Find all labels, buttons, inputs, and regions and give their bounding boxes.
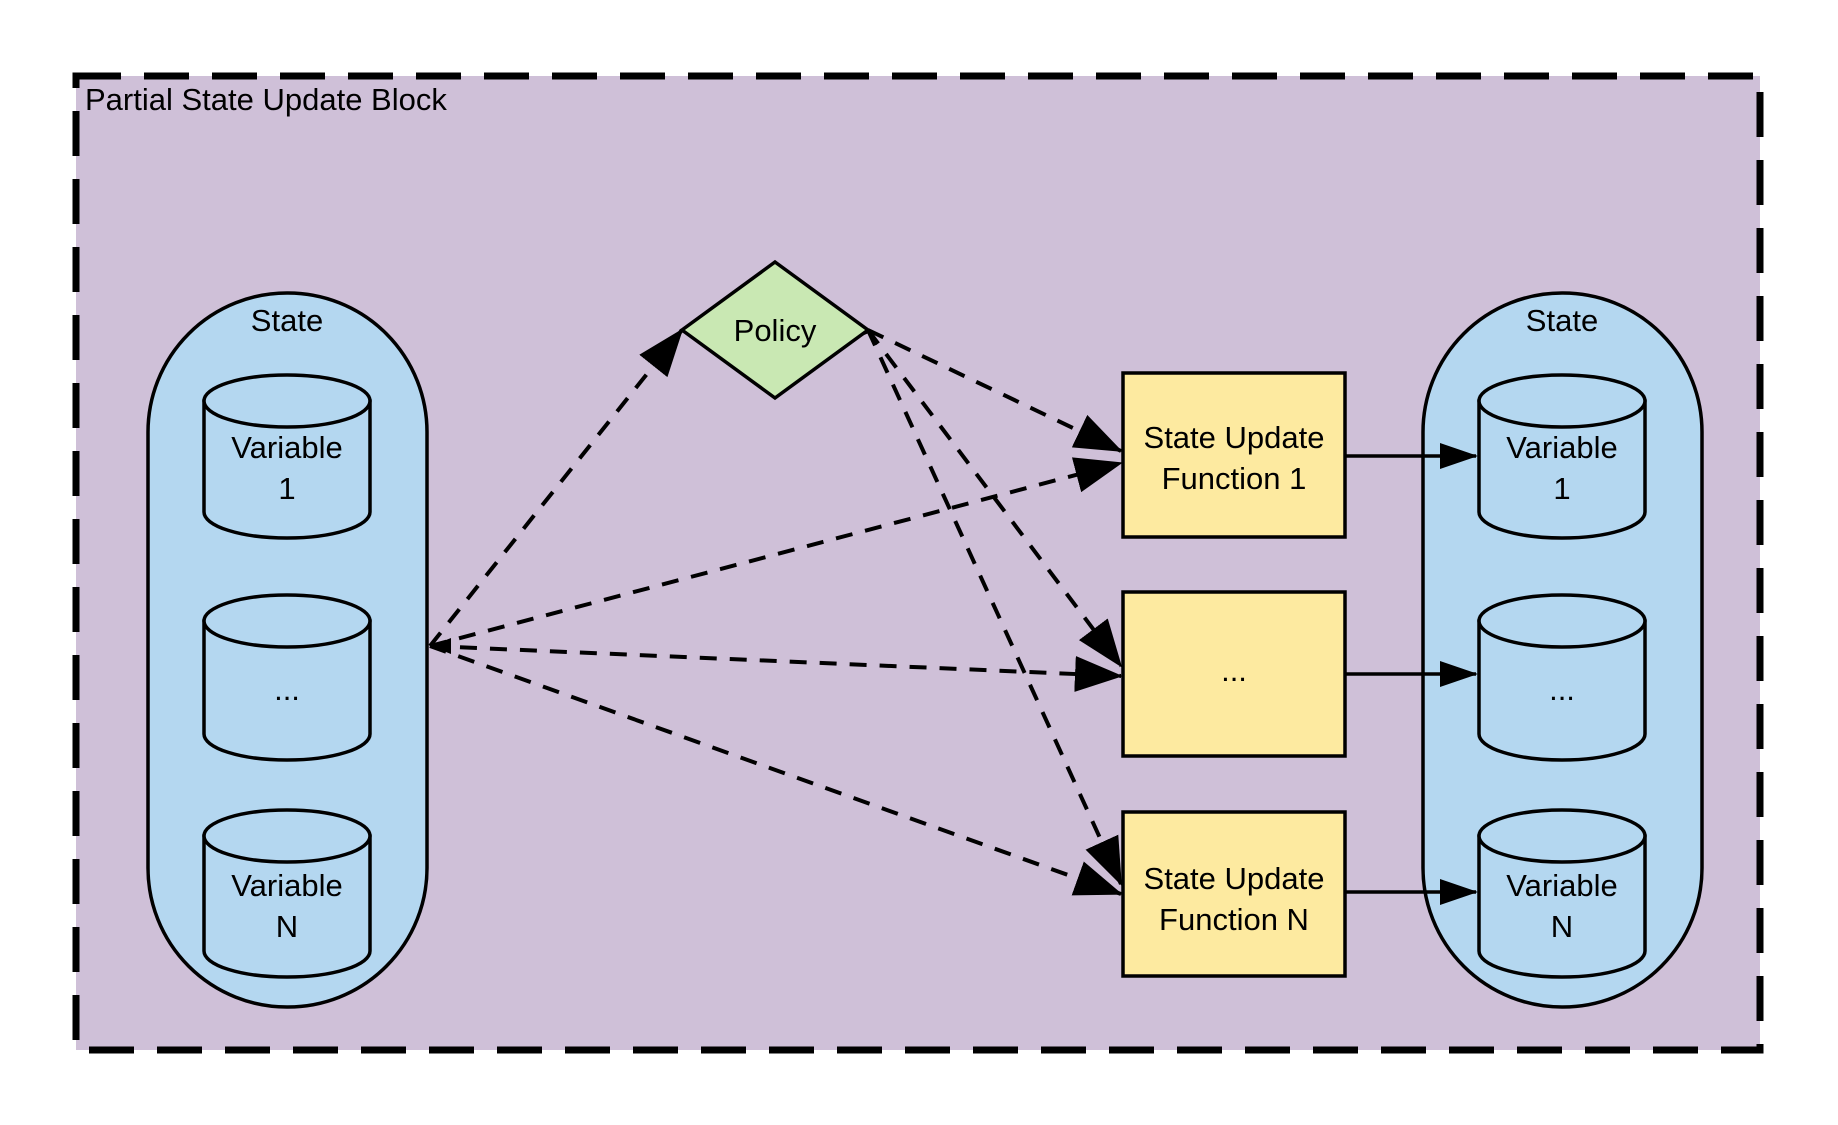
function-label-line1: State Update <box>1144 861 1325 896</box>
state-update-function-ellipsis: ... <box>1121 590 1347 758</box>
right-cylinder-variable-1: Variable 1 <box>1477 373 1647 540</box>
cylinder-label-line2: N <box>276 909 298 944</box>
dashed-connectors <box>428 328 1123 896</box>
function-box <box>1121 810 1347 978</box>
right-cylinder-variable-n: Variable N <box>1477 808 1647 979</box>
arrow-state-to-policy <box>428 328 684 648</box>
cylinder-top <box>1477 373 1647 429</box>
right-cylinder-ellipsis: ... <box>1477 593 1647 762</box>
cylinder-body <box>1477 834 1647 979</box>
block-title: Partial State Update Block <box>85 82 447 117</box>
cylinder-label-line1: ... <box>274 672 300 707</box>
cylinder-label-line1: Variable <box>1506 430 1617 465</box>
function-label-line1: ... <box>1221 653 1247 688</box>
solid-connectors <box>1346 443 1478 905</box>
cylinder-label-line1: Variable <box>231 868 342 903</box>
function-label-line2: Function N <box>1159 902 1309 937</box>
left-cylinder-ellipsis: ... <box>202 593 372 762</box>
right-state-container: State Variable 1 ... Variable N <box>1421 291 1704 1009</box>
function-label-line2: Function 1 <box>1162 461 1307 496</box>
cylinder-label-line2: 1 <box>1553 471 1570 506</box>
cylinder-top <box>202 373 372 429</box>
arrow-state-to-function-ellipsis <box>429 644 1123 692</box>
arrow-policy-to-function-1 <box>867 328 1123 453</box>
cylinder-top <box>1477 808 1647 864</box>
cylinder-body <box>202 399 372 540</box>
cylinder-top <box>202 593 372 649</box>
cylinder-label-line1: Variable <box>231 430 342 465</box>
left-state-container: State Variable 1 ... Variable N <box>146 291 429 1009</box>
right-state-label: State <box>1526 303 1598 338</box>
arrow-stub-left-state <box>431 638 451 654</box>
function-box <box>1121 590 1347 758</box>
policy-node: Policy <box>679 259 871 401</box>
arrow-state-to-function-n <box>429 644 1123 896</box>
cylinder-body <box>1477 399 1647 540</box>
cylinder-label-line2: 1 <box>278 471 295 506</box>
cylinder-top <box>202 808 372 864</box>
policy-shape <box>679 259 871 401</box>
cylinder-top <box>1477 593 1647 649</box>
cylinder-body <box>202 619 372 762</box>
function-box <box>1121 371 1347 539</box>
left-cylinder-variable-n: Variable N <box>202 808 372 979</box>
policy-label: Policy <box>734 313 817 348</box>
state-update-function-1: State Update Function 1 <box>1121 371 1347 539</box>
cylinder-label-line1: ... <box>1549 672 1575 707</box>
state-update-function-n: State Update Function N <box>1121 810 1347 978</box>
cylinder-body <box>202 834 372 979</box>
function-label-line1: State Update <box>1144 420 1325 455</box>
cylinder-label-line1: Variable <box>1506 868 1617 903</box>
cylinder-body <box>1477 619 1647 762</box>
left-state-label: State <box>251 303 323 338</box>
left-cylinder-variable-1: Variable 1 <box>202 373 372 540</box>
arrow-policy-to-function-n <box>866 329 1123 886</box>
cylinder-label-line2: N <box>1551 909 1573 944</box>
arrow-policy-to-function-ellipsis <box>866 328 1123 668</box>
